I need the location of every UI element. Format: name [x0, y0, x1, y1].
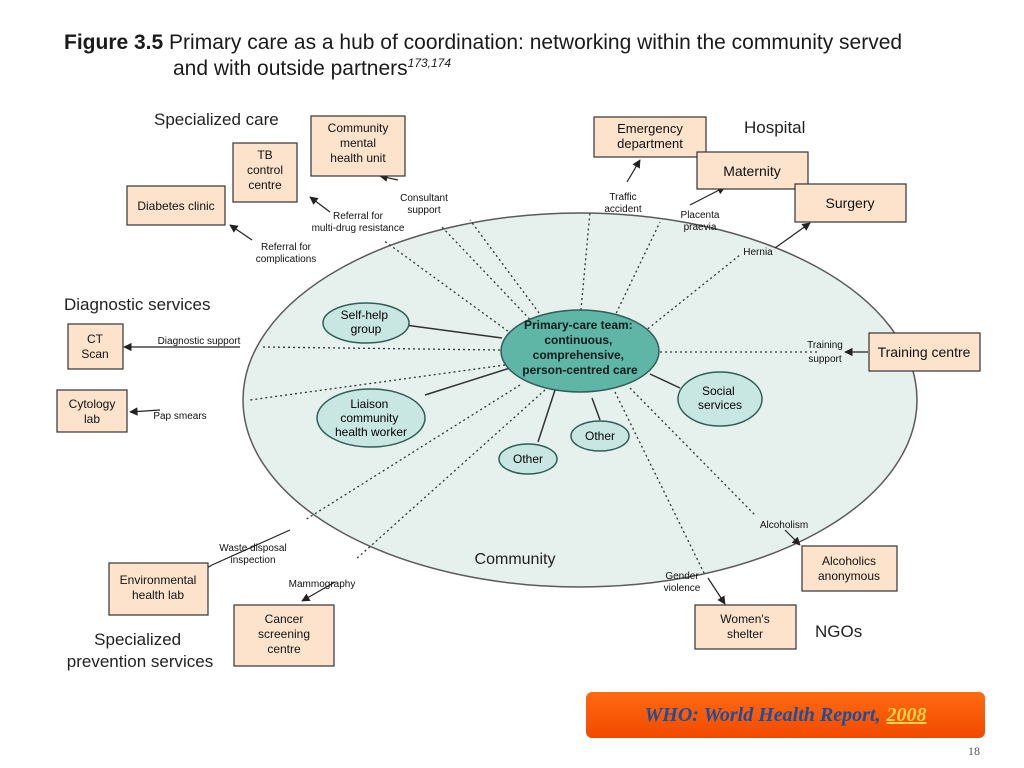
figure-references: 173,174 [407, 56, 452, 70]
figure-title-line1: Primary care as a hub of coordination: n… [169, 31, 903, 54]
page-number: 18 [968, 744, 980, 758]
liaison-worker-label: Liaison community health worker [335, 397, 407, 439]
inner-spokes [404, 324, 681, 443]
hub-label: Primary-care team: continuous, comprehen… [522, 318, 638, 377]
diagnostic-support-label: Diagnostic support [158, 336, 241, 347]
surgery-label: Surgery [825, 195, 874, 211]
other-node-2 [570, 420, 630, 452]
liaison-worker-node [316, 388, 426, 448]
womens-shelter-box [694, 604, 797, 650]
diagnostic-services-heading: Diagnostic services [64, 295, 210, 314]
training-centre-box [868, 332, 981, 372]
pap-smears-label: Pap smears [153, 411, 206, 422]
mammography-label: Mammography [289, 579, 356, 590]
source-year-link[interactable]: 2008 [886, 703, 927, 726]
other-node-2-label: Other [585, 429, 615, 443]
maternity-box [696, 151, 809, 190]
other-node-1 [498, 443, 558, 475]
emergency-department-box [593, 116, 707, 158]
ngos-heading: NGOs [815, 622, 862, 641]
specialized-care-heading: Specialized care [154, 110, 279, 129]
diabetes-clinic-box [126, 185, 226, 226]
other-node-1-label: Other [513, 452, 543, 466]
hernia-label: Hernia [743, 247, 773, 258]
hospital-heading: Hospital [744, 118, 805, 137]
social-services-label: Social services [698, 384, 742, 412]
maternity-label: Maternity [723, 163, 781, 179]
social-services-node [677, 371, 763, 427]
diabetes-clinic-label: Diabetes clinic [137, 199, 214, 213]
prevention-services-heading: Specialized prevention services [67, 630, 213, 671]
alcoholics-anonymous-box [801, 545, 898, 592]
community-mental-health-box [310, 115, 406, 177]
cytology-lab-box [56, 389, 128, 433]
community-label: Community [475, 551, 556, 568]
surgery-box [794, 183, 907, 223]
selfhelp-group-label: Self-help group [341, 308, 392, 336]
alcoholism-label: Alcoholism [760, 520, 808, 531]
figure-title-line2: and with outside partners [173, 57, 408, 80]
source-text: WHO: World Health Report, [644, 703, 881, 726]
environmental-lab-box [108, 562, 209, 616]
primary-care-team-hub [500, 309, 660, 393]
ct-scan-box [67, 323, 124, 370]
tb-control-box [232, 142, 298, 203]
dotted-links [249, 211, 818, 576]
figure-title: Figure 3.5 Primary care as a hub of coor… [64, 30, 994, 82]
source-banner[interactable]: WHO: World Health Report, 2008 [586, 692, 985, 738]
community-ellipse [242, 212, 918, 588]
training-centre-label: Training centre [878, 344, 971, 360]
cancer-screening-box [233, 604, 335, 667]
figure-number: Figure 3.5 [64, 31, 164, 54]
selfhelp-group-node [322, 302, 410, 344]
